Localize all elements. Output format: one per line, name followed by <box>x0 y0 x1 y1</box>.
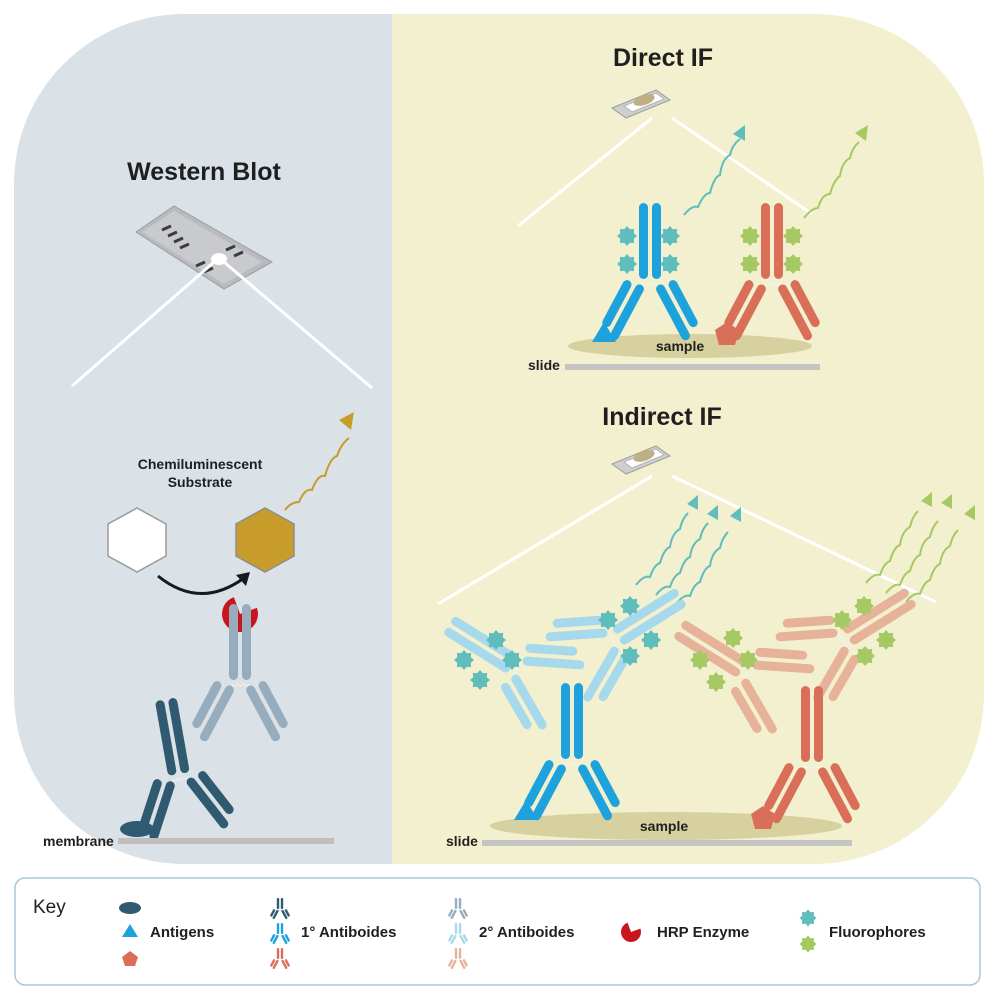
reaction-arrow <box>157 574 245 595</box>
light-emission-wave <box>284 437 350 511</box>
direct-if-panel: Direct IF sample slide <box>517 44 868 373</box>
key-antigens-label: Antigens <box>150 924 214 941</box>
indirect-if-title: Indirect IF <box>602 403 721 431</box>
direct-sample-label: sample <box>656 338 704 354</box>
reaction-arrowhead <box>236 572 250 586</box>
key-primary-label: 1° Antiboides <box>301 924 396 941</box>
light-emission-arrowhead <box>339 412 354 430</box>
direct-zoom-line-left <box>517 116 653 228</box>
indirect-antigen-pentagon <box>751 806 775 829</box>
indirect-if-panel: Indirect IF sample slide <box>419 403 975 849</box>
direct-antigen-pentagon <box>715 322 739 345</box>
indirect-green-arrowheads <box>921 492 975 520</box>
zoom-line-left <box>71 260 215 388</box>
key-antigen-pentagon <box>122 951 138 966</box>
indirect-zoom-line-left <box>437 474 653 606</box>
indirect-slide-label: slide <box>446 833 478 849</box>
indirect-zoom-line-right <box>671 474 937 604</box>
if-panel-bg <box>392 14 984 864</box>
membrane-bar <box>118 838 334 844</box>
substrate-label-1: Chemiluminescent <box>138 456 263 472</box>
key-secondary-label: 2° Antiboides <box>479 924 574 941</box>
direct-if-title: Direct IF <box>613 44 713 72</box>
key-heading: Key <box>33 897 66 918</box>
background <box>14 14 984 864</box>
direct-zoom-line-right <box>671 116 813 216</box>
direct-green-emission <box>803 141 860 219</box>
key-fluorophore-green-icon <box>799 935 817 953</box>
indirect-teal-arrowheads <box>687 495 741 522</box>
direct-blue-emission <box>683 138 741 216</box>
western-blot-title: Western Blot <box>127 158 281 186</box>
indirect-sample-label: sample <box>640 818 688 834</box>
substrate-hexagon-active <box>235 507 295 573</box>
western-blot-panel: Western Blot Chemiluminescent Substrate <box>43 158 373 849</box>
western-panel-bg <box>14 14 392 864</box>
substrate-label-2: Substrate <box>168 474 233 490</box>
antigen-ellipse <box>120 821 154 837</box>
key-fluorophores-label: Fluorophores <box>829 924 926 941</box>
indirect-slide-bar <box>482 840 852 846</box>
indirect-green-emissions <box>865 510 959 603</box>
direct-slide-label: slide <box>528 357 560 373</box>
key-antigen-ellipse <box>119 902 141 914</box>
zoom-line-right <box>223 260 373 390</box>
direct-green-arrowhead <box>855 125 868 141</box>
direct-slide-bar <box>565 364 820 370</box>
key-hrp-label: HRP Enzyme <box>657 924 749 941</box>
key-hrp-icon <box>621 922 641 942</box>
key-fluorophore-teal-icon <box>799 909 817 927</box>
direct-antigen-triangle <box>592 322 616 342</box>
blot-membrane-icon <box>135 205 274 290</box>
key-border <box>14 877 981 986</box>
direct-sample <box>568 334 812 358</box>
direct-blue-arrowhead <box>733 125 745 141</box>
key-antigen-triangle <box>122 924 138 937</box>
indirect-teal-emissions <box>635 512 729 605</box>
substrate-hexagon-inactive <box>107 507 167 573</box>
indirect-antigen-triangle <box>514 800 538 820</box>
membrane-label: membrane <box>43 833 114 849</box>
key-box: Key Antigens 1° Antiboides 2° Antiboides… <box>14 877 981 986</box>
